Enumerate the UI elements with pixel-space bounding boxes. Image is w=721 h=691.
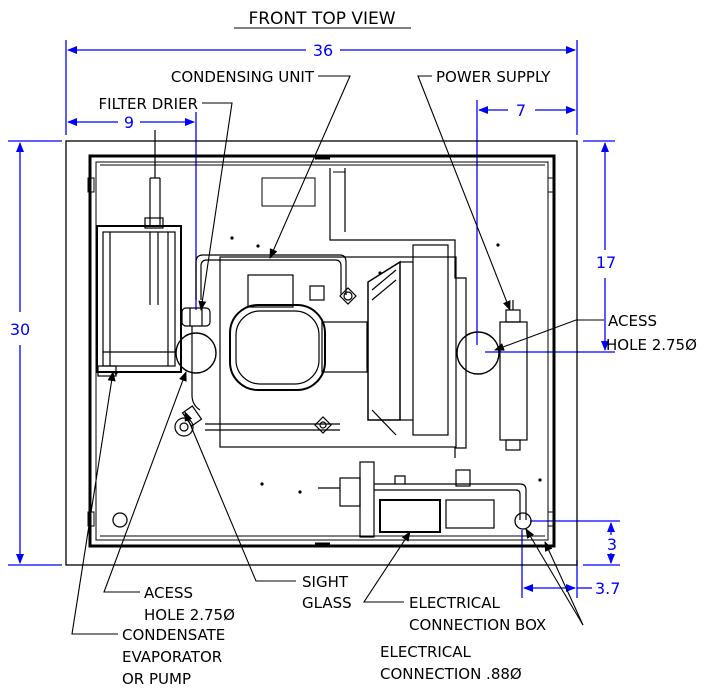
bottom-left-hole — [112, 512, 128, 528]
top-small-box — [261, 177, 316, 207]
right-access-hole — [456, 331, 500, 375]
label-condensate-line1: CONDENSATE — [122, 626, 225, 644]
label-condensing-unit: CONDENSING UNIT — [171, 68, 315, 86]
left-access-hole — [175, 332, 217, 374]
label-sight-glass-line1: SIGHT — [302, 573, 349, 591]
label-sight-glass-line2: GLASS — [302, 594, 352, 612]
label-condensate-line2: EVAPORATOR — [122, 648, 222, 666]
power-supply — [499, 300, 528, 451]
label-electrical-box-line1: ELECTRICAL — [409, 594, 501, 612]
label-left-access-hole-line1: ACESS — [144, 584, 193, 602]
dim-upper-height: 17 — [596, 253, 616, 272]
label-electrical-conn-line1: ELECTRICAL — [380, 643, 472, 661]
label-condensate-line3: OR PUMP — [122, 670, 191, 688]
dim-bottom-height: 3 — [607, 535, 617, 554]
filter-drier — [181, 254, 347, 411]
callout-leaders — [71, 75, 604, 635]
label-electrical-box-line2: CONNECTION BOX — [409, 616, 546, 634]
electrical-connection-box — [318, 461, 527, 538]
condensing-unit — [219, 244, 457, 448]
drawing-title: FRONT TOP VIEW — [248, 9, 395, 29]
label-filter-drier: FILTER DRIER — [99, 95, 198, 113]
label-power-supply: POWER SUPPLY — [436, 68, 551, 86]
label-right-access-hole-line1: ACESS — [608, 312, 657, 330]
dim-edge-offset: 3.7 — [595, 579, 620, 598]
dim-power-offset: 7 — [516, 101, 526, 120]
label-right-access-hole-line2: HOLE 2.75Ø — [606, 336, 697, 354]
mounting-plate — [329, 168, 467, 458]
label-left-access-hole-line2: HOLE 2.75Ø — [144, 606, 235, 624]
dim-overall-width: 36 — [313, 41, 333, 60]
mounting-dots — [114, 236, 542, 494]
dimension-lines — [8, 40, 620, 598]
dim-filter-offset: 9 — [124, 113, 134, 132]
condensate-evaporator — [96, 130, 182, 377]
sight-glass — [174, 405, 340, 437]
dim-height: 30 — [10, 320, 30, 339]
electrical-connection-hole — [514, 512, 532, 530]
label-electrical-conn-line2: CONNECTION .88Ø — [380, 665, 522, 683]
